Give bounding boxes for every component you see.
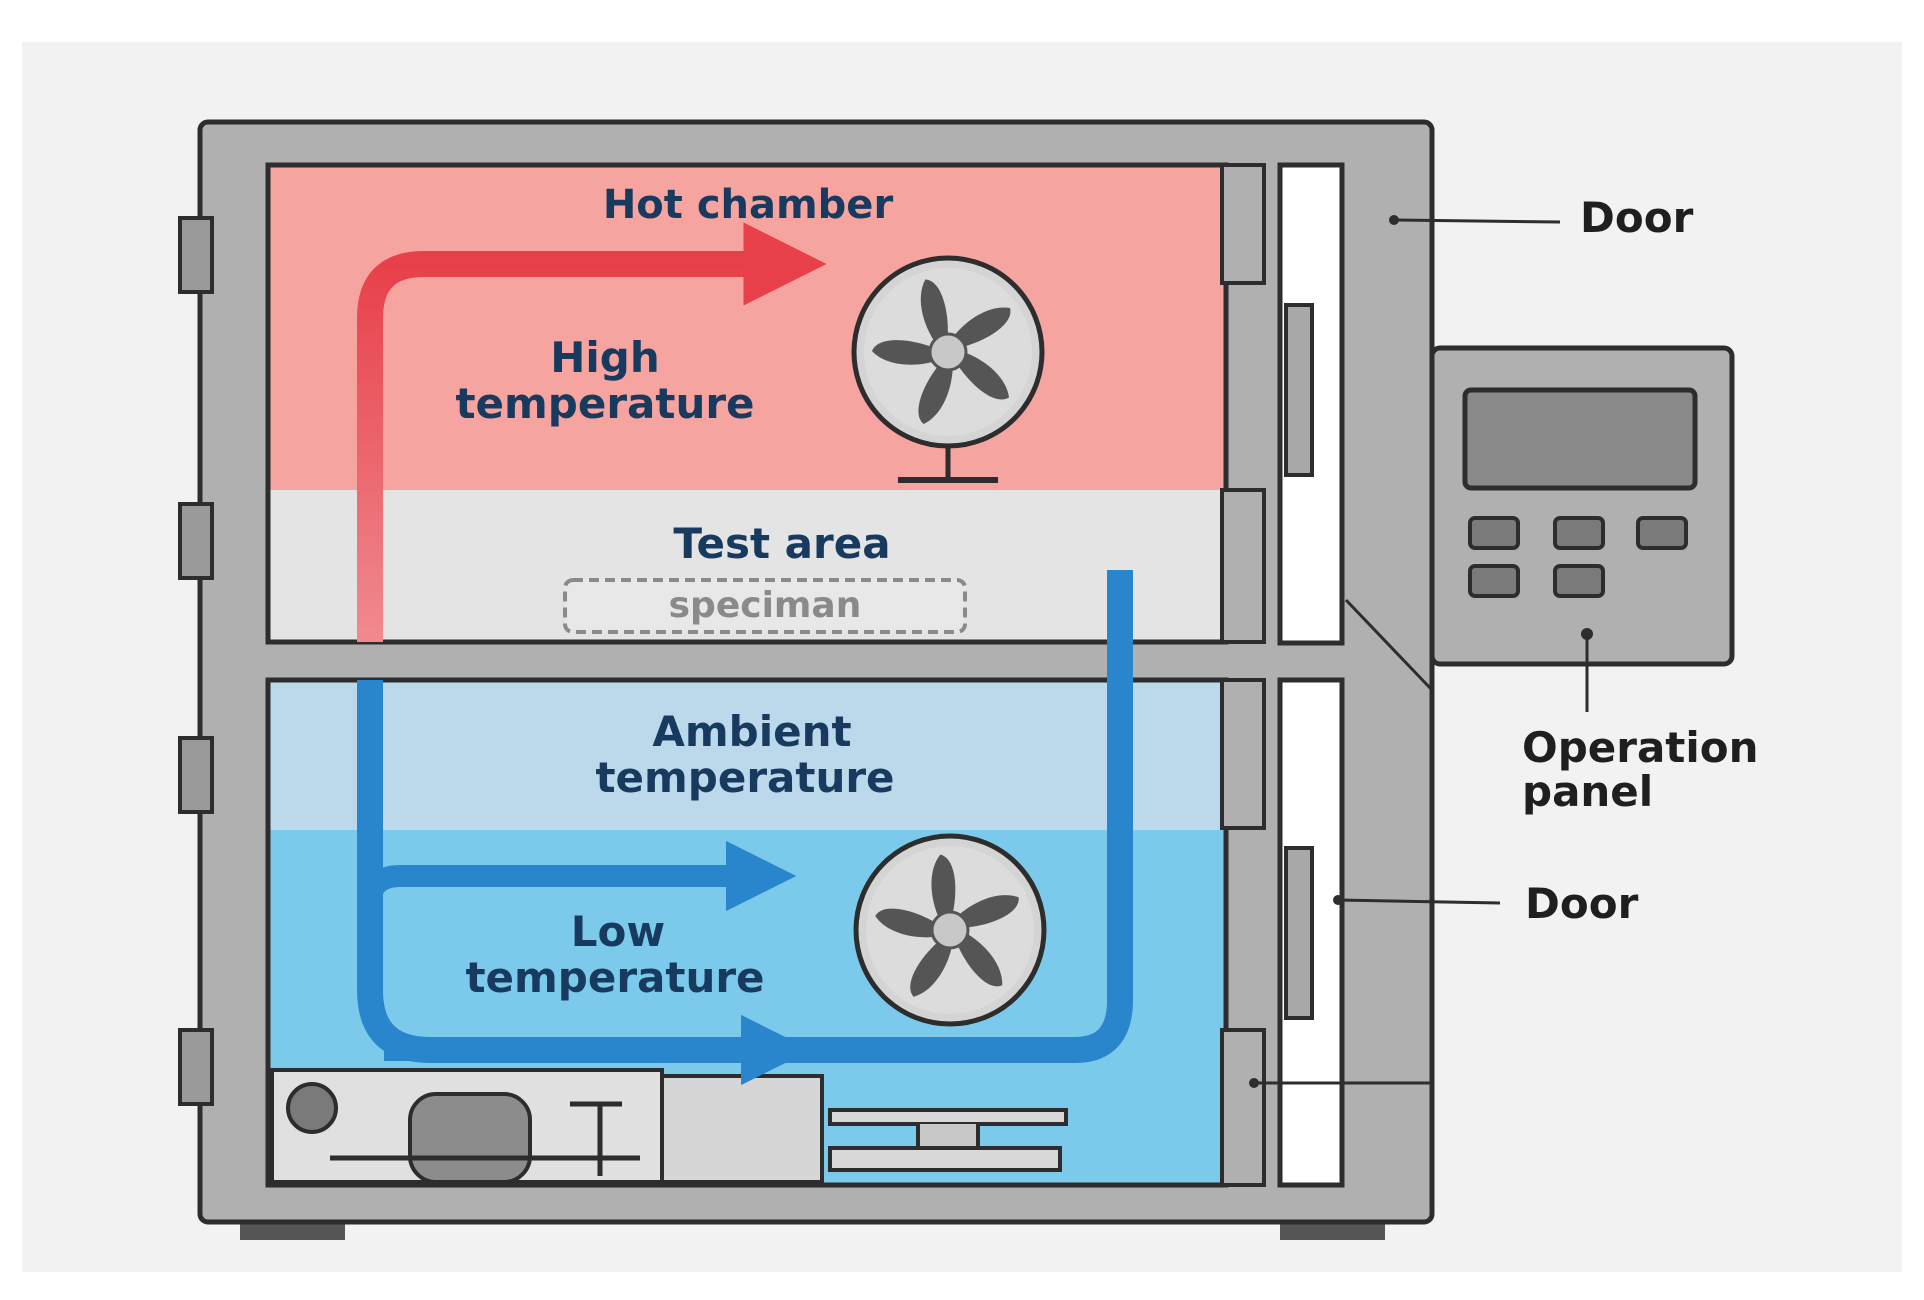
hinge-3 [178, 736, 214, 814]
low-temperature-label-line1: Low [571, 907, 665, 956]
hot-chamber-fan [851, 255, 1045, 483]
hinges [178, 216, 214, 1106]
panel-display [1462, 387, 1698, 491]
lower-compartment-frame [265, 677, 1229, 1188]
door-seals [1220, 163, 1266, 1187]
pressure-gauge [286, 1082, 338, 1134]
cold-chamber-fan [853, 833, 1047, 1027]
door-top-leader [1393, 218, 1561, 224]
upper-door-handle[interactable] [1284, 303, 1314, 477]
panel-button-2[interactable] [1553, 516, 1605, 550]
high-temperature-label-line1: High [550, 333, 660, 382]
callout-lines [1249, 215, 1593, 1088]
upper-compartment [265, 162, 1229, 645]
high-temperature-label-line2: temperature [455, 379, 754, 428]
door-bottom-leader [1337, 898, 1501, 905]
operation-panel-callout-line1: Operation [1522, 723, 1759, 772]
test-area-label: Test area [673, 519, 890, 568]
panel-button-5[interactable] [1553, 564, 1605, 598]
low-temperature-label-line2: temperature [465, 953, 764, 1002]
cold-airflow-arrows [357, 570, 1133, 1086]
upper-door-diagonal [1344, 598, 1434, 692]
ambient-temperature-label-line2: temperature [595, 753, 894, 802]
hinge-1 [178, 216, 214, 294]
operation-panel [1429, 345, 1735, 667]
door-top-callout: Door [1580, 193, 1694, 242]
cold-arrow-upper [359, 840, 797, 912]
hot-airflow-arrow [357, 222, 827, 642]
hot-zone [268, 165, 1226, 490]
compressor [408, 1092, 532, 1184]
ambient-zone [268, 680, 1226, 830]
upper-compartment-frame [265, 162, 1229, 645]
specimen-label: speciman [669, 585, 862, 626]
operation-panel-callout-line2: panel [1522, 767, 1653, 816]
hot-chamber-label: Hot chamber [603, 182, 894, 228]
panel-button-1[interactable] [1468, 516, 1520, 550]
door-bottom-callout: Door [1525, 879, 1639, 928]
panel-button-4[interactable] [1468, 564, 1520, 598]
specimen-box [563, 578, 967, 634]
ambient-temperature-label-line1: Ambient [652, 707, 851, 756]
machinery-compartment [270, 1068, 824, 1184]
fan-base-plate [828, 1108, 1068, 1172]
hinge-2 [178, 502, 214, 580]
hinge-4 [178, 1028, 214, 1106]
lower-door-handle[interactable] [1284, 846, 1314, 1020]
panel-button-3[interactable] [1636, 516, 1688, 550]
refrigerant-piping [330, 1101, 640, 1176]
